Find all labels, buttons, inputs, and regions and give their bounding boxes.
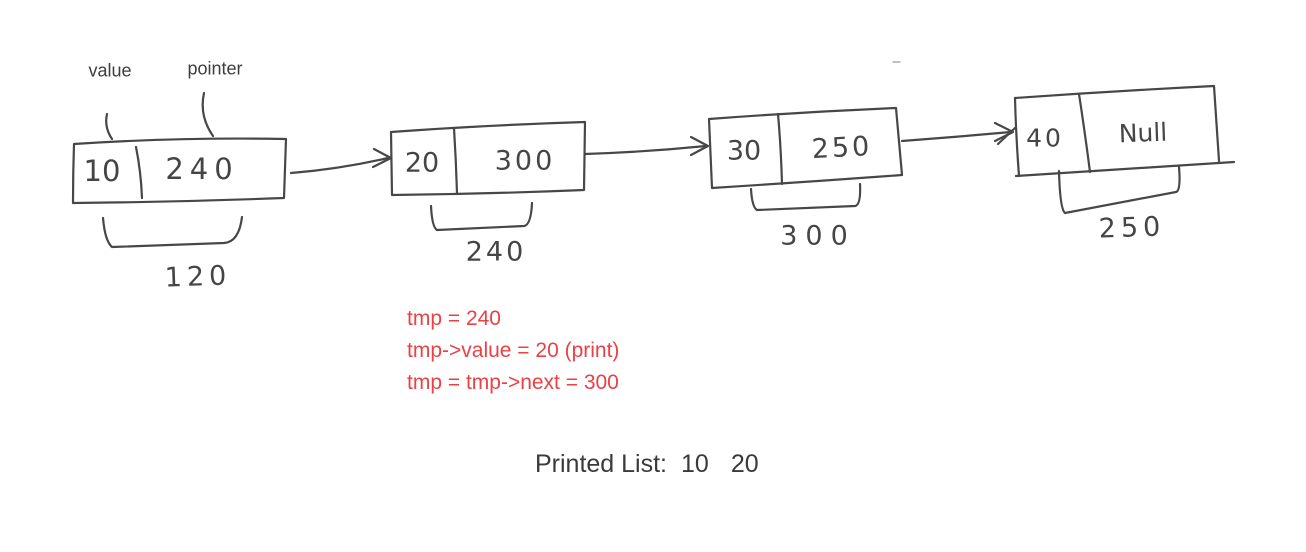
node2-box (389, 120, 587, 197)
node1-box (71, 137, 288, 205)
node4-box-left (1013, 96, 1021, 178)
arrow-2-head (689, 135, 710, 157)
node4-value: 40 (1026, 123, 1064, 153)
printed-list-item-1: 10 (681, 450, 709, 478)
printed-list-caption: Printed List: 10 20 (535, 450, 781, 479)
code-annotation: tmp = 240 tmp->value = 20 (print) tmp = … (407, 303, 619, 399)
node1-address-bracket (101, 215, 244, 249)
node4-pointer: Null (1118, 117, 1168, 149)
value-label-leader-line (105, 112, 114, 141)
node2-pointer: 300 (494, 145, 556, 177)
node2-divider (452, 126, 459, 195)
code-line-1: tmp = 240 (407, 307, 501, 330)
arrow-3-head-extra-stroke (996, 126, 1017, 146)
node4-address: 250 (1098, 211, 1166, 245)
code-line-2: tmp->value = 20 (print) (407, 339, 620, 362)
arrow-3-head (993, 121, 1015, 143)
node1-address: 120 (164, 260, 232, 294)
printed-list-item-2: 20 (730, 450, 759, 478)
node3-divider (776, 112, 784, 186)
printed-list-label: Printed List: (535, 450, 668, 478)
node1-divider (134, 145, 144, 200)
code-line-3: tmp = tmp->next = 300 (407, 371, 619, 394)
arrow-1-head (371, 147, 393, 169)
pointer-field-label: pointer (187, 58, 243, 79)
node2-address: 240 (465, 236, 527, 268)
arrow-1-shaft (289, 156, 390, 175)
node2-address-bracket (429, 201, 534, 232)
node3-address-bracket (749, 182, 862, 212)
node3-address: 300 (780, 220, 856, 252)
node3-value: 30 (726, 135, 762, 167)
arrow-3-shaft (900, 130, 1013, 143)
arrow-2-shaft (583, 144, 708, 156)
node4-divider (1077, 92, 1092, 174)
pointer-label-leader-line (201, 91, 215, 138)
node1-pointer: 240 (165, 152, 239, 186)
node3-pointer: 250 (810, 130, 874, 166)
node4-address-bracket (1057, 165, 1181, 215)
node1-value: 10 (83, 154, 121, 188)
node4-box-bottom (1014, 160, 1236, 178)
value-field-label: value (88, 60, 132, 81)
node2-value: 20 (404, 147, 440, 179)
node4-box-top-right (1013, 84, 1221, 163)
node3-box (707, 106, 904, 190)
